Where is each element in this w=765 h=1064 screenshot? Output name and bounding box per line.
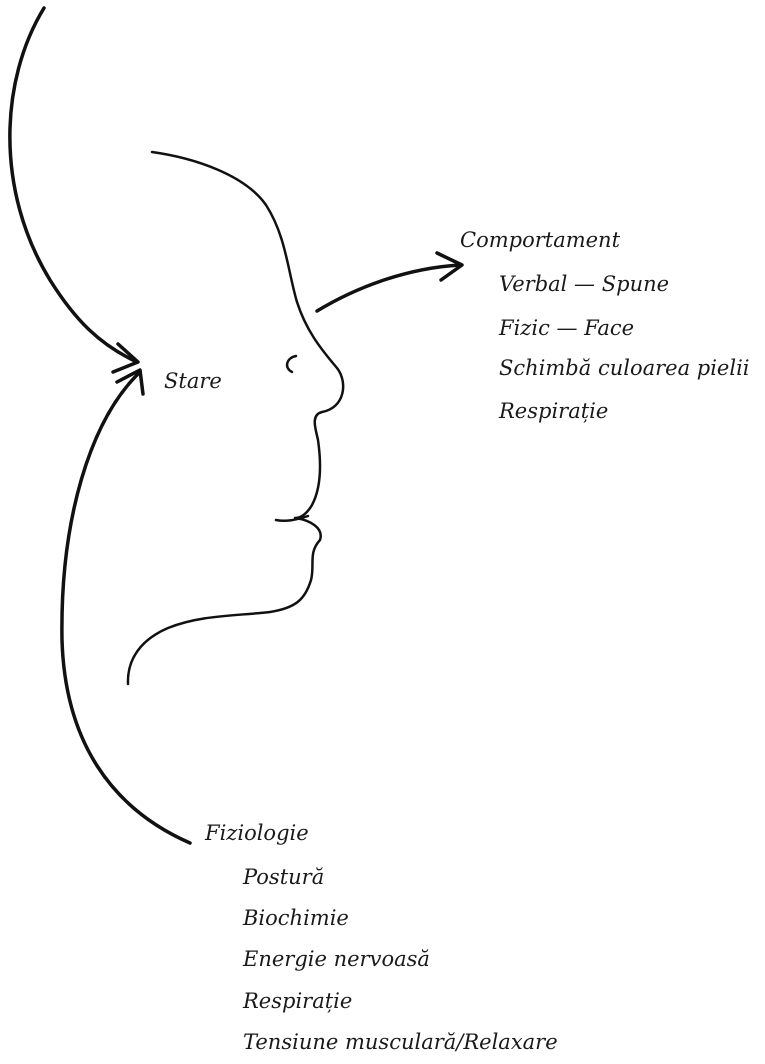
face-profile-outline <box>128 152 343 684</box>
physiology-item: Tensiune musculară/Relaxare <box>243 1032 558 1053</box>
physiology-item: Respirație <box>243 991 352 1012</box>
physiology-item: Postură <box>243 867 324 888</box>
arrow-physiology-to-state <box>62 372 190 843</box>
physiology-item: Energie nervoasă <box>243 949 430 970</box>
behavior-heading: Comportament <box>460 230 620 251</box>
physiology-heading: Fiziologie <box>205 823 309 844</box>
behavior-item: Schimbă culoarea pielii <box>499 358 750 379</box>
state-label: Stare <box>164 371 222 392</box>
arrow-state-to-behavior <box>317 265 460 311</box>
arrow-top-to-state <box>10 8 137 362</box>
nostril-stroke <box>287 356 296 372</box>
physiology-item: Biochimie <box>243 908 349 929</box>
behavior-item: Verbal — Spune <box>499 274 669 295</box>
behavior-item: Fizic — Face <box>499 318 634 339</box>
behavior-item: Respirație <box>499 401 608 422</box>
